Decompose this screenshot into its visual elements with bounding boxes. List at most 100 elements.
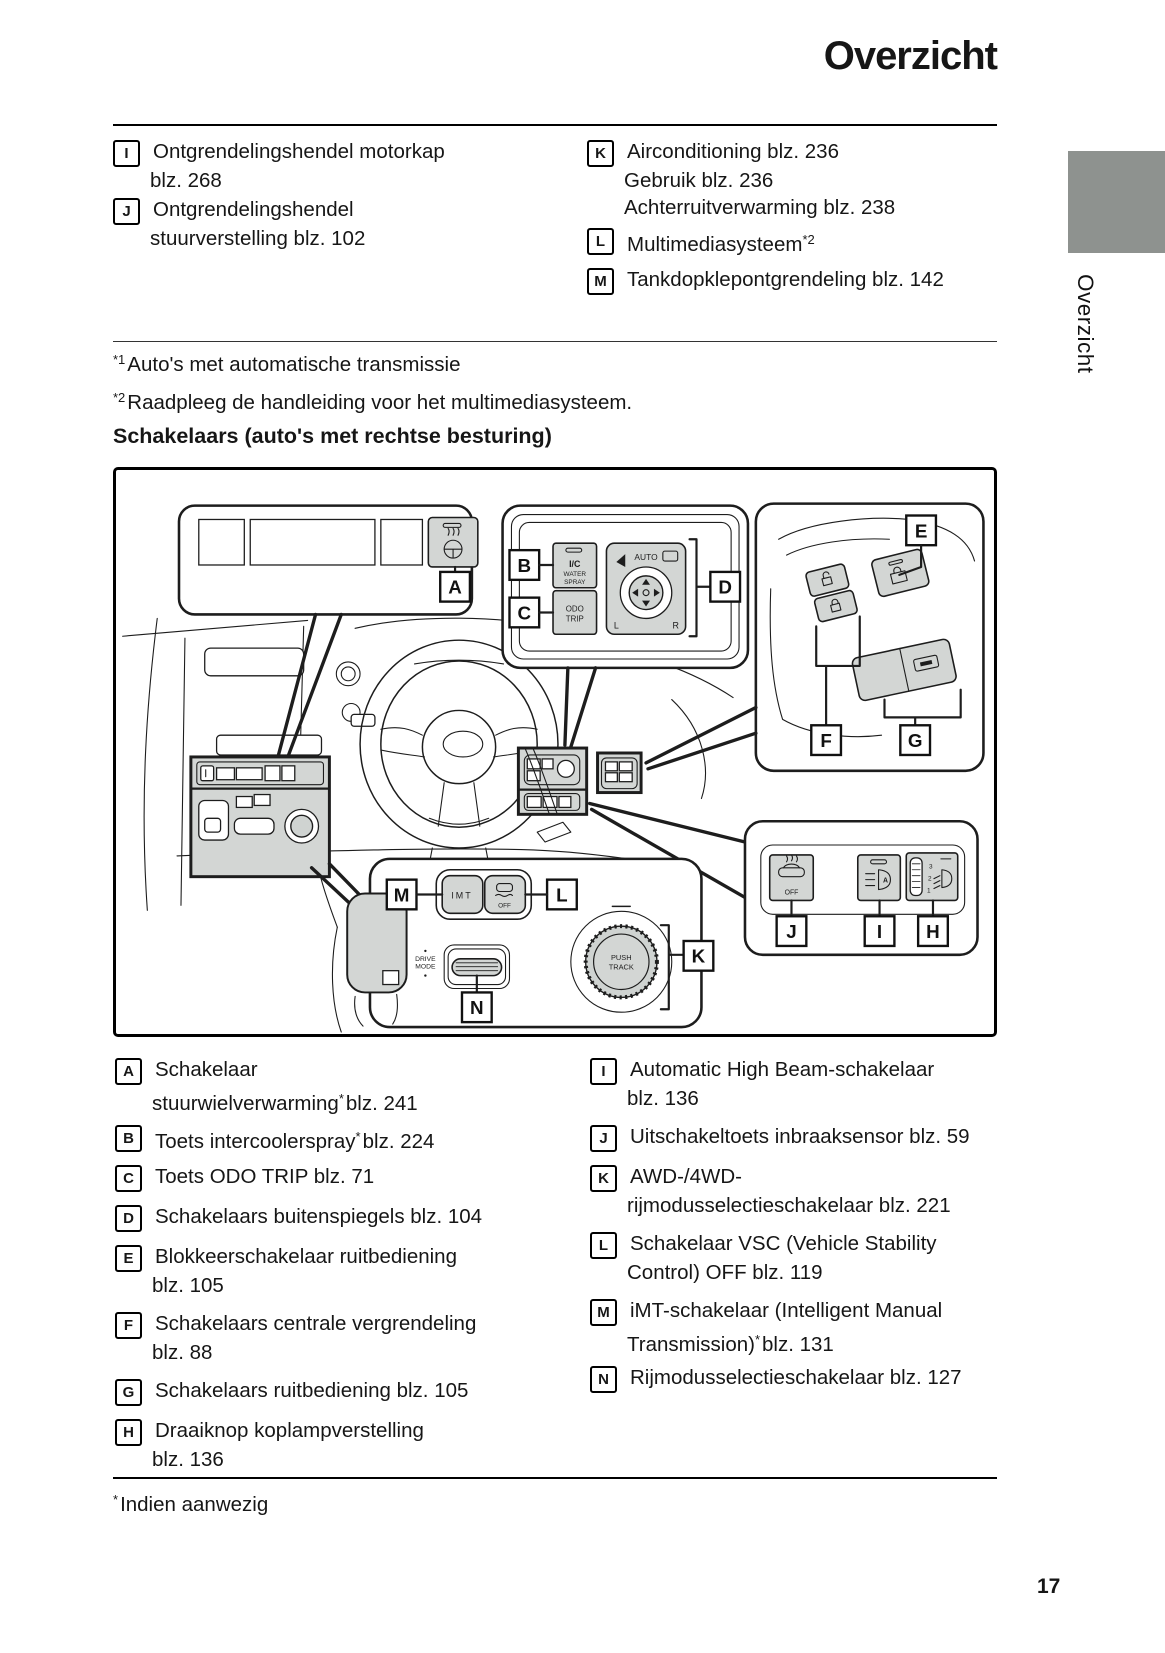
svg-text:PUSH: PUSH <box>611 953 632 962</box>
pointer-bcd <box>563 666 598 749</box>
headlight-auto-icon <box>865 869 891 891</box>
diagram-label-h: H <box>916 915 950 948</box>
diagram-label-j: J <box>775 915 808 948</box>
item-text: stuurwielverwarming*blz. 241 <box>152 1091 418 1115</box>
item-text: Rijmodusselectieschakelaar blz. 127 <box>630 1366 962 1389</box>
key-box: E <box>115 1245 142 1272</box>
svg-text:TRACK: TRACK <box>609 963 634 972</box>
key-box: M <box>587 268 614 295</box>
legend-item: D Schakelaars buitenspiegels blz. 104 <box>115 1203 482 1232</box>
item-text: Uitschakeltoets inbraaksensor blz. 59 <box>630 1125 970 1148</box>
legend-item: K AWD-/4WD- rijmodusselectieschakelaar b… <box>590 1163 951 1219</box>
legend-item: J Uitschakeltoets inbraaksensor blz. 59 <box>590 1123 970 1152</box>
auto-high-beam-button: A <box>856 854 902 902</box>
svg-text:3: 3 <box>929 864 933 871</box>
svg-text:F: F <box>820 730 831 751</box>
diagram-label-f: F <box>810 724 843 757</box>
intrusion-sensor-off-button: OFF <box>768 854 815 902</box>
key-box: F <box>115 1312 142 1339</box>
key-box: I <box>590 1058 617 1085</box>
key-box: A <box>115 1058 142 1085</box>
inset-console: IMT OFF M L DRIVE <box>346 857 715 1029</box>
bottom-footnote: *Indien aanwezig <box>113 1492 269 1516</box>
item-text: Airconditioning blz. 236 <box>627 140 839 163</box>
diagram-label-d: D <box>709 570 742 603</box>
item-text: Ontgrendelingshendel <box>153 198 354 221</box>
svg-text:1: 1 <box>927 888 931 895</box>
inset-jih: OFF A 3 2 1 <box>743 819 979 957</box>
svg-text:TRIP: TRIP <box>566 614 584 623</box>
legend-item: A Schakelaar stuurwielverwarming*blz. 24… <box>115 1056 418 1117</box>
key-box: C <box>115 1165 142 1192</box>
key-box: M <box>590 1299 617 1326</box>
key-box: K <box>590 1165 617 1192</box>
headlight-leveling-icon <box>933 858 953 890</box>
key-box: N <box>590 1366 617 1393</box>
pointer-a <box>276 612 343 759</box>
key-box: J <box>113 198 140 225</box>
item-text: stuurverstelling blz. 102 <box>150 227 366 250</box>
steering-wheel-heat-icon <box>443 527 463 559</box>
imt-vsc-switches: IMT OFF <box>435 868 533 921</box>
mirror-icon <box>662 550 679 562</box>
section-tab <box>1068 151 1165 253</box>
svg-text:SPRAY: SPRAY <box>564 579 586 586</box>
diagram-label-n: N <box>460 991 493 1024</box>
divider <box>113 341 997 342</box>
footnote-1: *1Auto's met automatische transmissie <box>113 352 461 376</box>
inset-door: E F G <box>754 502 985 773</box>
legend-item: C Toets ODO TRIP blz. 71 <box>115 1163 374 1192</box>
unlock-icon <box>821 571 833 587</box>
diagram-label-g: G <box>899 724 932 757</box>
item-text: Automatic High Beam-schakelaar <box>630 1058 935 1081</box>
svg-text:E: E <box>915 520 928 541</box>
key-box: D <box>115 1205 142 1232</box>
drive-mode-knob: PUSH TRACK <box>570 905 673 1013</box>
list-item: M Tankdopklepontgrendeling blz. 142 <box>587 266 944 295</box>
key-box: J <box>590 1125 617 1152</box>
section-heading: Schakelaars (auto's met rechtse besturin… <box>113 424 552 448</box>
item-text: Ontgrendelingshendel motorkap <box>153 140 445 163</box>
diagram-label-k: K <box>682 939 715 972</box>
item-text: Toets ODO TRIP blz. 71 <box>155 1165 375 1188</box>
diagram-label-e: E <box>905 514 938 547</box>
svg-text:M: M <box>394 884 410 905</box>
svg-text:OFF: OFF <box>785 889 799 896</box>
legend-item: B Toets intercoolerspray*blz. 224 <box>115 1123 434 1155</box>
mirror-control: AUTO L R <box>605 542 687 636</box>
page-title: Overzicht <box>823 34 998 78</box>
key-box: L <box>590 1232 617 1259</box>
item-text: rijmodusselectieschakelaar blz. 221 <box>627 1194 951 1217</box>
svg-text:DRIVE: DRIVE <box>415 956 436 963</box>
item-text: Achterruitverwarming blz. 238 <box>624 196 896 219</box>
inset-cluster: A <box>177 504 479 616</box>
list-item: J Ontgrendelingshendel stuurverstelling … <box>113 196 365 252</box>
legend-item: L Schakelaar VSC (Vehicle Stability Cont… <box>590 1230 937 1286</box>
svg-text:D: D <box>718 577 732 598</box>
item-text: Control) OFF blz. 119 <box>627 1261 823 1284</box>
svg-text:2: 2 <box>928 876 932 883</box>
item-text: Multimediasysteem*2 <box>627 232 815 256</box>
list-item: K Airconditioning blz. 236 Gebruik blz. … <box>587 138 895 221</box>
shift-boot <box>346 892 408 1027</box>
svg-text:R: R <box>673 620 680 630</box>
item-text: Draaiknop koplampverstelling <box>155 1419 424 1442</box>
diagram-label-m: M <box>385 878 418 911</box>
item-text: Schakelaars centrale vergrendeling <box>155 1312 477 1335</box>
window-lock-switch <box>871 548 930 598</box>
svg-text:I/C: I/C <box>569 559 581 569</box>
svg-text:OFF: OFF <box>498 902 511 909</box>
item-text: Schakelaars buitenspiegels blz. 104 <box>155 1205 483 1228</box>
divider <box>113 1477 997 1479</box>
footnote-2: *2Raadpleeg de handleiding voor het mult… <box>113 390 633 414</box>
item-text: iMT-schakelaar (Intelligent Manual <box>630 1299 943 1322</box>
item-text: Toets intercoolerspray*blz. 224 <box>155 1129 435 1153</box>
pointer-jih <box>587 801 747 900</box>
diagram-label-b: B <box>508 548 541 582</box>
key-box: G <box>115 1379 142 1406</box>
tray <box>536 821 572 843</box>
svg-text:A: A <box>448 577 462 598</box>
page-number: 17 <box>1037 1575 1061 1598</box>
diagram-label-l: L <box>545 878 578 911</box>
